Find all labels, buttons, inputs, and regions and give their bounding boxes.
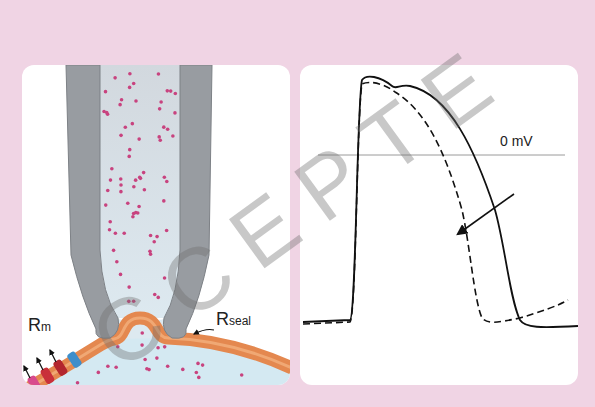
ion-channel — [40, 367, 56, 385]
ion-flux-arrow — [37, 358, 43, 370]
ion-dot — [138, 175, 142, 179]
ion-dot — [119, 183, 123, 187]
ion-dot — [196, 362, 200, 366]
ion-dot — [174, 92, 178, 96]
ion-dot — [119, 134, 123, 138]
ion-dot — [122, 231, 126, 235]
ion-dot — [128, 86, 132, 90]
ion-dot — [163, 176, 167, 180]
ion-dot — [110, 167, 114, 171]
ion-dot — [112, 249, 116, 253]
ion-dot — [131, 122, 135, 126]
ion-dot — [159, 100, 163, 104]
ion-dot — [195, 371, 199, 375]
ion-dot — [108, 228, 112, 232]
ion-dot — [119, 273, 123, 277]
axis-label: 0 mV — [500, 134, 533, 148]
ion-dot — [76, 381, 80, 385]
ion-dot — [104, 203, 108, 207]
shift-arrow — [458, 194, 514, 234]
ion-dot — [157, 135, 161, 139]
ion-dot — [134, 178, 138, 182]
ion-dot — [119, 177, 123, 181]
ion-dot — [102, 110, 106, 114]
ion-channel — [52, 359, 68, 377]
ion-dot — [132, 82, 136, 86]
ion-dot — [106, 365, 110, 369]
ion-dot — [113, 76, 117, 80]
ion-channels — [24, 350, 83, 385]
ion-dot — [240, 373, 244, 377]
ion-dot — [137, 205, 141, 209]
ion-dot — [127, 155, 131, 159]
ion-dot — [149, 234, 153, 238]
ion-dot — [106, 189, 110, 193]
ion-dot — [201, 363, 205, 367]
ion-dot — [118, 103, 122, 107]
ion-dot — [197, 376, 201, 380]
ion-dot — [181, 368, 185, 372]
ion-dot — [120, 98, 124, 102]
ion-dot — [157, 72, 161, 76]
ion-dot — [124, 125, 128, 129]
ion-dot — [158, 138, 162, 142]
ion-dot — [136, 211, 140, 215]
ion-dot — [155, 235, 159, 239]
ion-dot — [169, 89, 173, 93]
ion-dot — [142, 171, 146, 175]
ion-dot — [165, 89, 169, 93]
ion-dot — [162, 199, 166, 203]
ion-dot — [152, 240, 156, 244]
ion-dot — [109, 178, 113, 182]
ion-dot — [137, 137, 141, 141]
ion-dot — [158, 107, 162, 111]
ion-dot — [173, 111, 177, 115]
ion-dot — [162, 125, 166, 129]
ion-dot — [126, 201, 130, 205]
ion-dot — [134, 99, 138, 103]
ion-dot — [165, 180, 169, 184]
ion-dot — [128, 72, 132, 76]
ion-dot — [128, 148, 132, 152]
ion-flux-arrow — [50, 350, 56, 362]
ion-dot — [104, 90, 108, 94]
ion-dot — [143, 188, 147, 192]
ion-dot — [119, 190, 123, 194]
ion-dot — [166, 364, 170, 368]
resistance-label: Rm — [28, 316, 51, 334]
ion-dot — [114, 231, 118, 235]
ion-dot — [115, 260, 119, 264]
ion-dot — [97, 371, 101, 375]
ion-dot — [108, 220, 112, 224]
ion-flux-arrow — [24, 366, 30, 378]
ion-channel — [66, 351, 82, 369]
ion-dot — [171, 134, 175, 138]
ion-dot — [165, 229, 169, 233]
ion-dot — [166, 127, 170, 131]
ion-dot — [131, 215, 135, 219]
ion-dot — [148, 250, 152, 254]
ion-dot — [132, 185, 136, 189]
